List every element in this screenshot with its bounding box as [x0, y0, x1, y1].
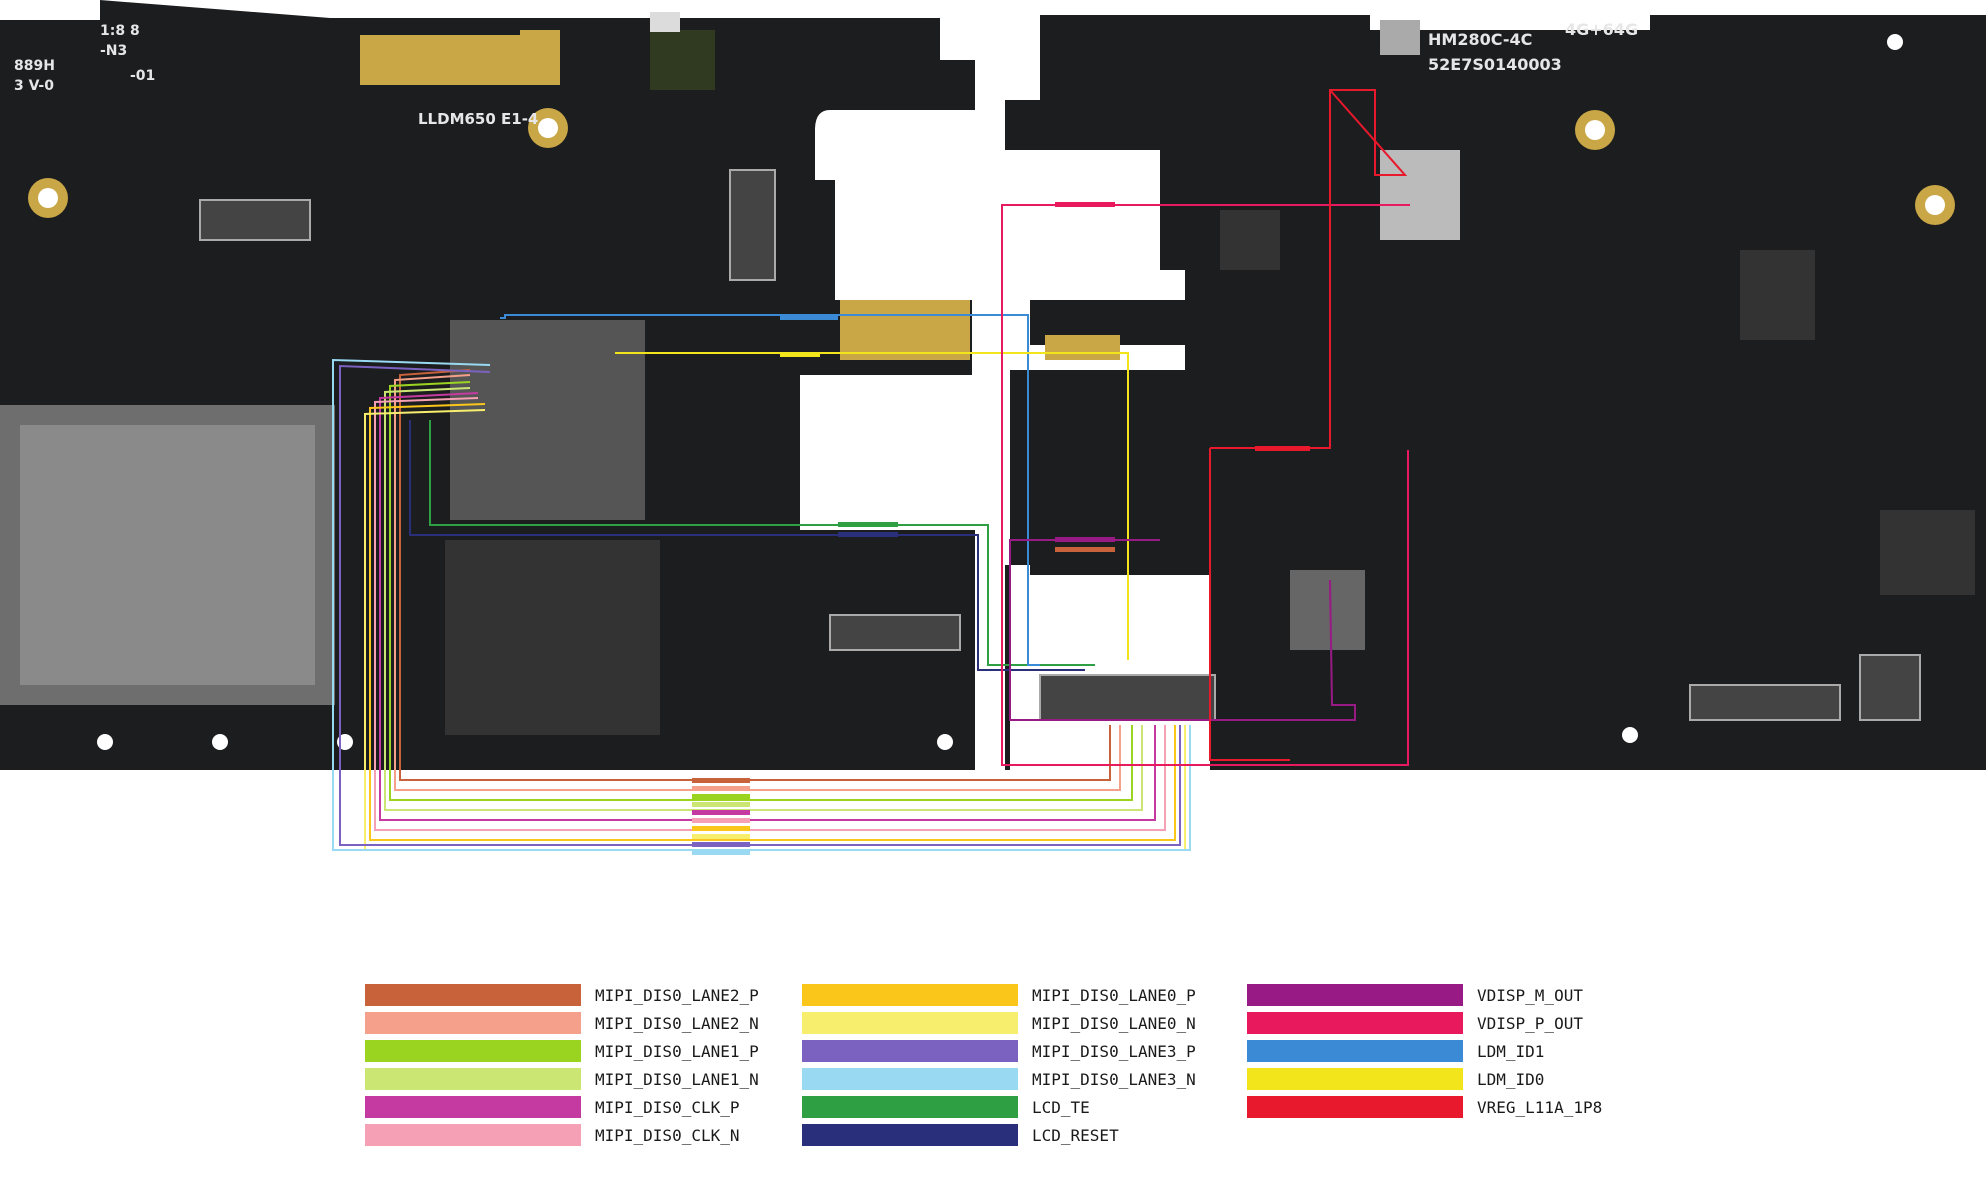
legend-label: LDM_ID0	[1477, 1069, 1545, 1089]
legend-swatch	[802, 1040, 1018, 1062]
signal-legend: MIPI_DIS0_LANE2_P MIPI_DIS0_LANE2_N MIPI_D…	[0, 960, 1986, 1160]
legend-item: LDM_ID1	[1247, 1040, 1544, 1062]
left-corner-code-4: -01	[130, 68, 155, 84]
legend-label: VDISP_P_OUT	[1477, 1013, 1583, 1033]
trace-ldm-id1	[500, 314, 1040, 666]
left-corner-code-5: 1:8 8	[100, 23, 140, 39]
legend-swatch	[802, 1068, 1018, 1090]
left-board-label: LLDM650 E1-4	[418, 110, 538, 128]
trace-clk-n	[374, 397, 1166, 831]
legend-label: MIPI_DIS0_LANE1_P	[595, 1041, 759, 1061]
left-corner-code-1: 889H	[14, 58, 55, 74]
legend-swatch	[1247, 1012, 1463, 1034]
legend-swatch	[365, 1068, 581, 1090]
left-corner-code-2: 3 V-0	[14, 78, 54, 94]
legend-label: MIPI_DIS0_LANE2_N	[595, 1013, 759, 1033]
legend-label: LCD_RESET	[1032, 1125, 1119, 1145]
legend-swatch	[1247, 1040, 1463, 1062]
legend-item: LCD_RESET	[802, 1124, 1119, 1146]
legend-swatch	[1247, 984, 1463, 1006]
legend-swatch	[1247, 1096, 1463, 1118]
legend-label: MIPI_DIS0_LANE0_P	[1032, 985, 1196, 1005]
right-board-label: HM280C-4C	[1428, 30, 1532, 49]
legend-label: VREG_L11A_1P8	[1477, 1097, 1603, 1117]
legend-label: MIPI_DIS0_LANE1_N	[595, 1069, 759, 1089]
legend-swatch	[365, 1040, 581, 1062]
legend-item: LDM_ID0	[1247, 1068, 1544, 1090]
trace-lcd-te	[429, 420, 1095, 666]
trace-lane1-p	[389, 381, 1133, 801]
legend-item: LCD_TE	[802, 1096, 1090, 1118]
trace-label-stack	[692, 202, 1310, 855]
trace-vreg	[1209, 89, 1408, 761]
legend-item: MIPI_DIS0_LANE3_N	[802, 1068, 1196, 1090]
trace-clk-p	[379, 392, 1156, 821]
legend-label: MIPI_DIS0_LANE3_N	[1032, 1069, 1196, 1089]
legend-item: MIPI_DIS0_LANE1_N	[365, 1068, 759, 1090]
legend-label: MIPI_DIS0_LANE2_P	[595, 985, 759, 1005]
legend-label: LCD_TE	[1032, 1097, 1090, 1117]
trace-lane0-p	[369, 403, 1176, 841]
legend-swatch	[802, 1096, 1018, 1118]
trace-lane3-n	[332, 358, 1191, 851]
legend-swatch	[802, 1012, 1018, 1034]
legend-item: VDISP_M_OUT	[1247, 984, 1583, 1006]
legend-item: MIPI_DIS0_LANE3_P	[802, 1040, 1196, 1062]
legend-label: MIPI_DIS0_LANE0_N	[1032, 1013, 1196, 1033]
trace-vdisp-p	[1001, 204, 1410, 766]
legend-label: MIPI_DIS0_CLK_N	[595, 1125, 740, 1145]
trace-lane2-n	[394, 374, 1121, 791]
legend-swatch	[802, 1124, 1018, 1146]
trace-lane3-p	[339, 364, 1181, 846]
legend-item: VDISP_P_OUT	[1247, 1012, 1583, 1034]
legend-label: MIPI_DIS0_CLK_P	[595, 1097, 740, 1117]
legend-item: MIPI_DIS0_LANE1_P	[365, 1040, 759, 1062]
pcb-schematic-diagram: LLDM650 E1-4 889H 3 V-0 -N3 -01 1:8 8 HM…	[0, 0, 1986, 855]
legend-label: VDISP_M_OUT	[1477, 985, 1583, 1005]
legend-item: MIPI_DIS0_CLK_P	[365, 1096, 740, 1118]
trace-vdisp-m	[1009, 539, 1356, 721]
legend-item: MIPI_DIS0_LANE2_P	[365, 984, 759, 1006]
legend-label: LDM_ID1	[1477, 1041, 1545, 1061]
trace-lane2-p	[399, 369, 1111, 781]
right-board-capacity: 4G+64G	[1565, 20, 1638, 39]
legend-item: VREG_L11A_1P8	[1247, 1096, 1602, 1118]
right-board-serial: 52E7S0140003	[1428, 55, 1562, 74]
legend-item: MIPI_DIS0_LANE2_N	[365, 1012, 759, 1034]
legend-swatch	[1247, 1068, 1463, 1090]
trace-lcd-reset	[409, 420, 1085, 671]
legend-item: MIPI_DIS0_CLK_N	[365, 1124, 740, 1146]
legend-swatch	[365, 984, 581, 1006]
legend-item: MIPI_DIS0_LANE0_P	[802, 984, 1196, 1006]
left-board: LLDM650 E1-4 889H 3 V-0 -N3 -01 1:8 8	[0, 0, 975, 770]
legend-item: MIPI_DIS0_LANE0_N	[802, 1012, 1196, 1034]
left-corner-code-3: -N3	[100, 43, 127, 59]
legend-label: MIPI_DIS0_LANE3_P	[1032, 1041, 1196, 1061]
legend-swatch	[365, 1096, 581, 1118]
right-board: HM280C-4C 4G+64G 52E7S0140003	[1005, 15, 1986, 770]
legend-swatch	[365, 1012, 581, 1034]
legend-swatch	[802, 984, 1018, 1006]
legend-swatch	[365, 1124, 581, 1146]
trace-lane1-n	[384, 387, 1143, 811]
